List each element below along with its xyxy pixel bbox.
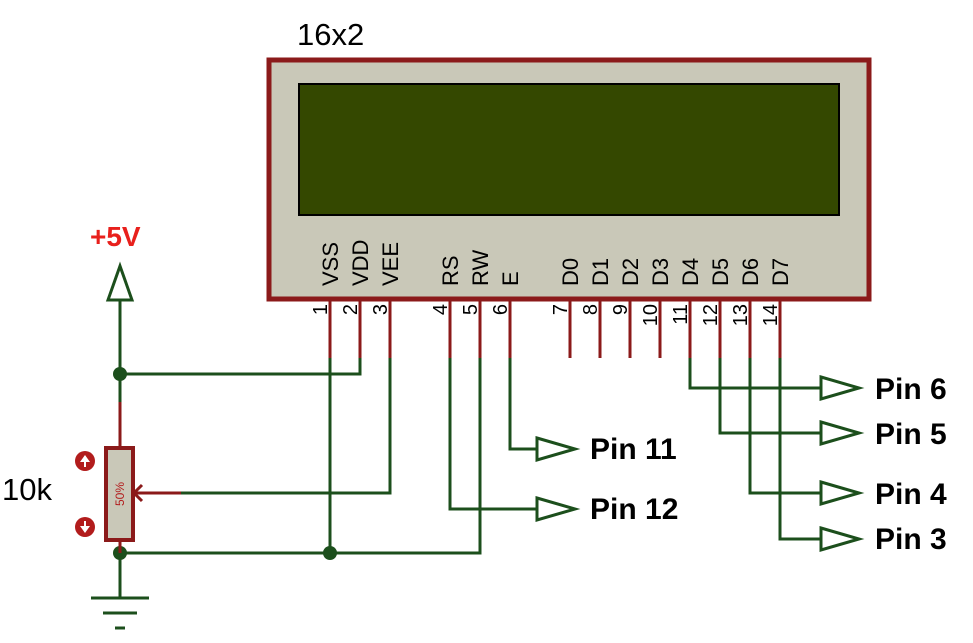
pot-up-marker-icon	[75, 451, 95, 471]
lcd-pin-12-number: 12	[700, 304, 722, 326]
output-label-d4: Pin 6	[875, 373, 947, 406]
lcd-pin-3-number: 3	[370, 304, 392, 315]
lcd-pin-5-number: 5	[460, 304, 482, 315]
lcd-pin-13-name: D6	[738, 258, 763, 286]
output-label-d7: Pin 3	[875, 523, 947, 556]
d7-wire	[778, 358, 821, 541]
lcd-pin-group: VSS 1 VDD 2 VEE 3 RS 4 RW 5 E 6 D0 7 D1 8 D2 9 D3 10 D4 11 D5 1…	[310, 240, 793, 358]
output-label-d6: Pin 4	[875, 478, 947, 511]
lcd-pin-14-name: D7	[768, 258, 793, 286]
lcd-pin-4-name: RS	[438, 255, 463, 286]
vdd-wire	[120, 358, 362, 376]
junction-group	[113, 367, 337, 560]
lcd-pin-9-number: 9	[610, 304, 632, 315]
lcd-pin-2-name: VDD	[348, 240, 373, 286]
e-wire	[508, 358, 537, 451]
output-arrow-icon	[819, 480, 865, 506]
lcd-pin-10-number: 10	[640, 304, 662, 326]
wiring	[118, 300, 821, 598]
power-label: +5V	[90, 221, 141, 252]
lcd-pin-7-name: D0	[558, 258, 583, 286]
lcd-pin-14-number: 14	[760, 304, 782, 326]
output-label-rs: Pin 12	[590, 493, 678, 526]
lcd-screen	[298, 83, 840, 216]
output-arrow-icon	[819, 375, 865, 401]
gnd-return-wire	[120, 358, 482, 555]
vee-wiper-wire	[181, 358, 392, 495]
ground-icon	[91, 596, 149, 630]
output-e: Pin 11	[535, 433, 677, 466]
d6-wire	[748, 358, 821, 495]
output-arrow-icon	[535, 436, 581, 462]
output-arrow-icon	[819, 420, 865, 446]
lcd-pin-13-number: 13	[730, 304, 752, 326]
output-label-d5: Pin 5	[875, 418, 947, 451]
output-d4: Pin 6	[819, 373, 947, 406]
d5-wire	[718, 358, 821, 435]
lcd-pin-1-number: 1	[310, 304, 332, 315]
lcd-pin-3-name: VEE	[378, 242, 403, 286]
lcd-pin-9-name: D2	[618, 258, 643, 286]
lcd-pin-11-number: 11	[670, 304, 692, 325]
pot-down-marker-icon	[75, 517, 95, 537]
lcd-pin-6-number: 6	[490, 304, 512, 315]
lcd-pin-8-name: D1	[588, 258, 613, 286]
output-d6: Pin 4	[819, 478, 947, 511]
output-label-e: Pin 11	[590, 433, 677, 466]
output-arrow-icon	[819, 526, 865, 552]
output-rs: Pin 12	[535, 493, 678, 526]
pot-value-label: 10k	[2, 472, 52, 507]
lcd-pin-8-number: 8	[580, 304, 602, 315]
output-d5: Pin 5	[819, 418, 947, 451]
lcd-pin-10-name: D3	[648, 258, 673, 286]
lcd-pin-1-name: VSS	[318, 242, 343, 286]
lcd-model-label: 16x2	[297, 17, 364, 52]
d4-wire	[688, 358, 821, 390]
junction-dot	[113, 367, 127, 381]
pot-wiper-label: 50%	[113, 482, 127, 506]
power-arrow-icon	[105, 261, 135, 302]
lcd-pin-4-number: 4	[430, 304, 452, 315]
junction-dot	[323, 546, 337, 560]
rs-wire	[448, 358, 537, 511]
lcd-pin-7-number: 7	[550, 304, 572, 315]
output-arrow-icon	[535, 496, 581, 522]
lcd-pin-5-name: RW	[468, 250, 493, 286]
lcd-pin-2-number: 2	[340, 304, 362, 315]
lcd-pin-6-name: E	[498, 271, 523, 286]
lcd-pin-12-name: D5	[708, 258, 733, 286]
output-d7: Pin 3	[819, 523, 947, 556]
lcd-pin-11-name: D4	[678, 258, 703, 286]
